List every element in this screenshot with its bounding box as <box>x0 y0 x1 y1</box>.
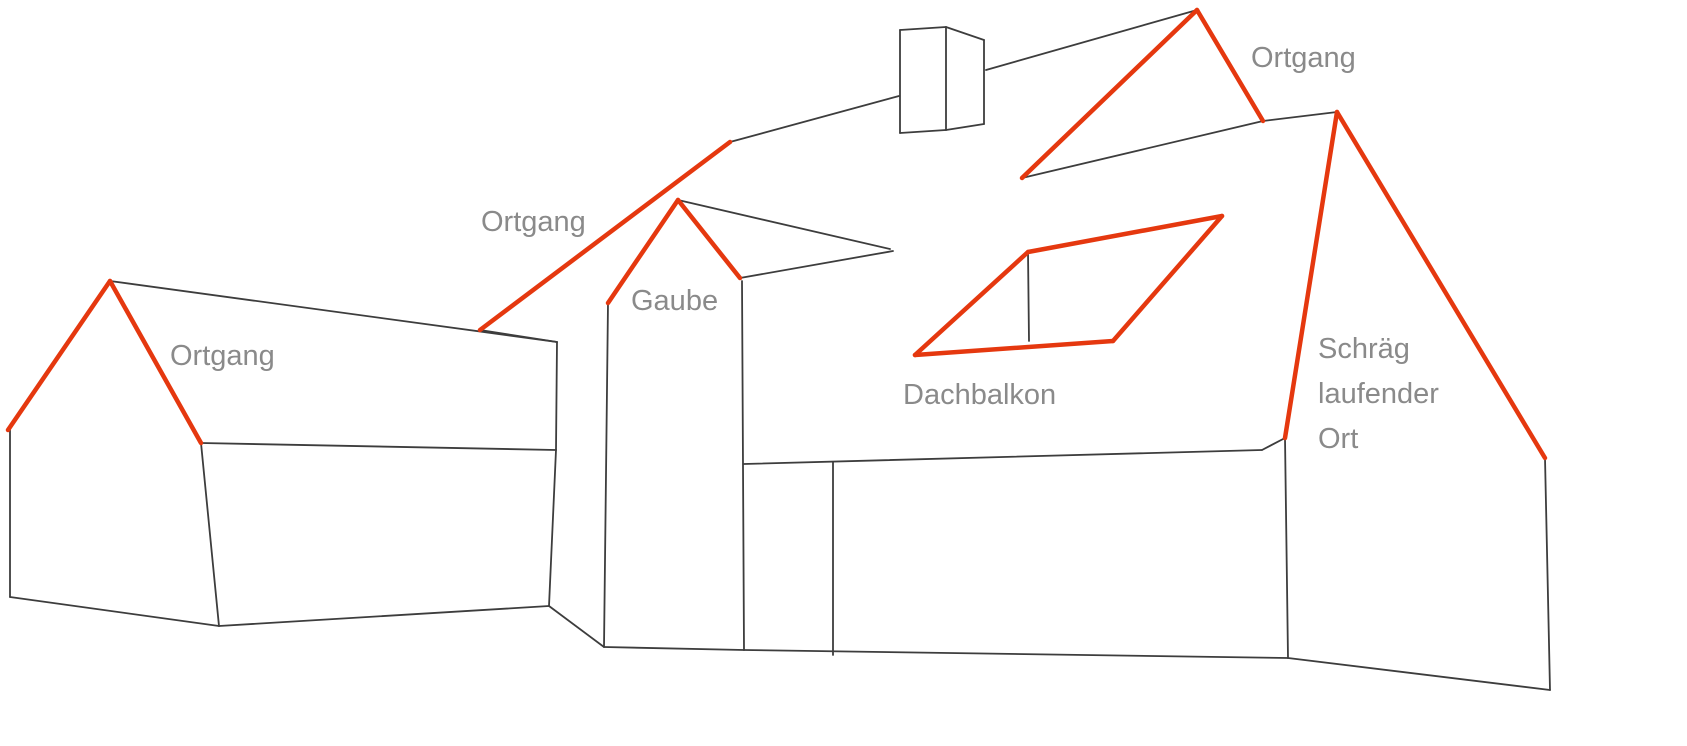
label-schraeg-laufender-ort-line2: laufender <box>1318 378 1439 410</box>
small-house-side-bottom <box>218 605 550 627</box>
right-gable-sloping-verge <box>1282 109 1340 441</box>
dachbalkon-left-verge <box>912 249 1031 358</box>
main-ridge-left-of-chimney <box>729 95 900 143</box>
gaube-side-eave <box>739 250 894 279</box>
small-house-front-bottom <box>9 596 220 627</box>
label-gaube: Gaube <box>631 285 718 317</box>
small-house-gable-junction <box>555 341 558 451</box>
ground-between-buildings <box>548 605 605 648</box>
main-ridge-right-of-chimney <box>985 9 1198 71</box>
small-house-eave <box>200 442 557 451</box>
label-schraeg-laufender-ort-line3: Ort <box>1318 423 1358 455</box>
label-ortgang-left-building: Ortgang <box>170 340 275 372</box>
gaube-left-verge <box>605 197 681 306</box>
label-schraeg-laufender-ort-line1: Schräg <box>1318 333 1410 365</box>
small-house-front-corner <box>200 442 220 627</box>
label-ortgang-main-roof: Ortgang <box>481 206 586 238</box>
gaube-right-wall-edge <box>741 280 745 651</box>
rear-wing-ridge <box>1262 111 1338 122</box>
dachbalkon-bottom-edge <box>912 338 1116 358</box>
gaube-left-wall-edge <box>603 302 609 648</box>
small-house-right-verge <box>107 278 204 446</box>
right-wall-bottom <box>1287 657 1551 691</box>
front-wall-bottom <box>743 649 1289 659</box>
chimney-bottom-front <box>899 129 947 134</box>
dachbalkon-top-edge <box>1025 213 1225 255</box>
chimney-bottom-side <box>945 123 985 131</box>
chimney-top-side <box>945 26 985 41</box>
label-ortgang-rear-gable: Ortgang <box>1251 42 1356 74</box>
right-gable-right-verge <box>1334 109 1548 461</box>
main-roof-verge-underside <box>479 329 558 343</box>
eave-to-gable-corner <box>1261 437 1286 451</box>
gaube-right-verge <box>675 197 743 281</box>
dachbalkon-inner-corner <box>1027 251 1030 342</box>
small-house-left-verge <box>5 278 113 433</box>
small-house-rear-corner <box>548 449 557 607</box>
rear-gable-left-verge <box>1019 7 1200 181</box>
rear-gable-right-verge <box>1194 7 1266 124</box>
main-eave <box>743 449 1263 465</box>
gaube-ridge <box>677 199 891 250</box>
rear-gable-base <box>1021 120 1264 179</box>
dachbalkon-right-verge <box>1110 213 1225 344</box>
chimney-top-front <box>899 26 947 31</box>
main-roof-left-verge <box>477 139 733 333</box>
gaube-bottom-edge <box>603 646 745 651</box>
front-right-corner <box>1284 437 1289 659</box>
right-rear-corner <box>1544 457 1551 691</box>
small-house-ridge <box>109 280 558 343</box>
label-dachbalkon: Dachbalkon <box>903 379 1056 411</box>
